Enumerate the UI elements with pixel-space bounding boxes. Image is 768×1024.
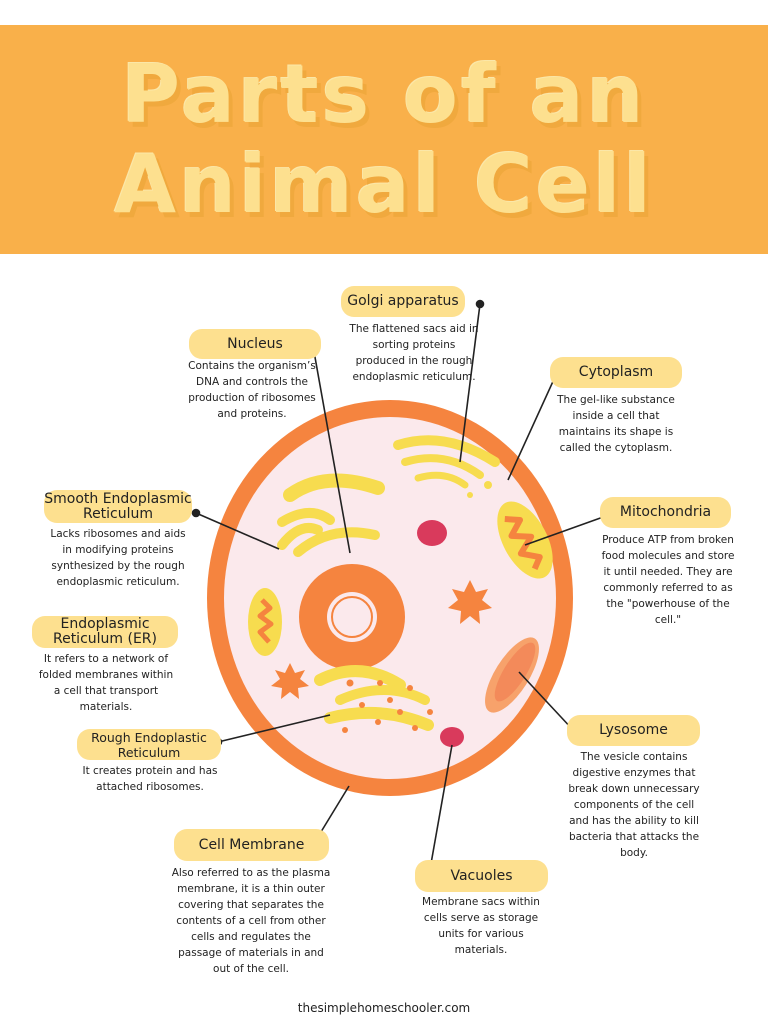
mitochondria-description: Produce ATP from broken food molecules a… (601, 534, 735, 626)
lysosome-label: Lysosome (567, 715, 700, 746)
title-banner (0, 25, 768, 254)
er-label: Endoplasmic Reticulum (ER) (32, 616, 178, 648)
rough-er-label: Rough Endoplastic Reticulum (77, 729, 221, 760)
page-title-line-2: Animal Cell (114, 138, 654, 231)
cell-membrane-description: Also referred to as the plasma membrane,… (171, 867, 331, 975)
rough-er-shape (314, 665, 434, 731)
lysosome-shape (485, 637, 539, 713)
mitochondria-label: Mitochondria (600, 497, 731, 528)
vesicle-shape (417, 520, 447, 546)
ribosome-dots (342, 679, 433, 733)
cell-membrane-label: Cell Membrane (174, 829, 329, 861)
centriole-shape (271, 580, 492, 699)
mitochondrion-right-shape (497, 501, 553, 579)
cytoplasm-label: Cytoplasm (550, 357, 682, 388)
vacuoles-description: Membrane sacs within cells serve as stor… (422, 896, 540, 956)
nucleus-description: Contains the organism’s DNA and controls… (188, 360, 316, 420)
lysosome-description: The vesicle contains digestive enzymes t… (568, 751, 700, 859)
golgi-apparatus-shape (393, 435, 500, 498)
website-footer: thesimplehomeschooler.com (297, 1001, 471, 1015)
vacuoles-label: Vacuoles (415, 860, 548, 892)
smooth-er-label: Smooth Endoplasmic Reticulum (44, 490, 192, 523)
smooth-er-shape (277, 473, 385, 557)
vacuole-shape (440, 727, 464, 747)
page-title-line-1: Parts of an (121, 48, 647, 141)
golgi-label: Golgi apparatus (341, 286, 465, 317)
rough-er-description: It creates protein and has attached ribo… (82, 765, 218, 793)
smooth-er-description: Lacks ribosomes and aids in modifying pr… (50, 528, 186, 588)
mitochondrion-left-shape (248, 588, 282, 656)
nucleus-label: Nucleus (189, 329, 321, 359)
cytoplasm-description: The gel-like substance inside a cell tha… (557, 394, 675, 454)
er-description: It refers to a network of folded membran… (38, 653, 174, 713)
golgi-description: The flattened sacs aid in sorting protei… (349, 323, 479, 383)
